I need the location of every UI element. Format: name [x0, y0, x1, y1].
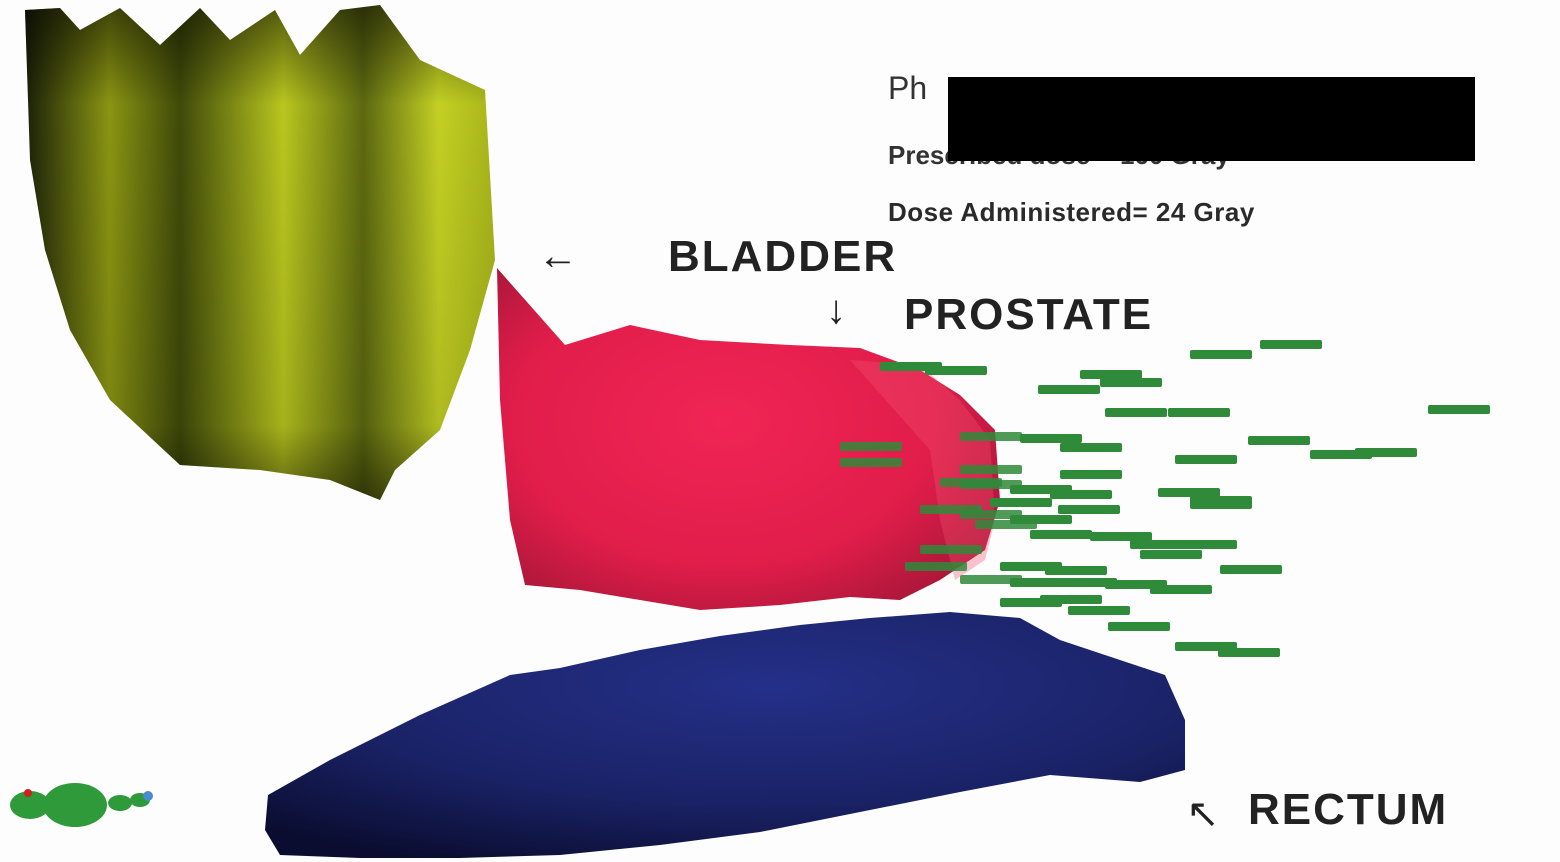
prostate-arrow-icon: ↓: [826, 290, 846, 330]
seed-40: [1220, 565, 1282, 574]
seed-6: [925, 366, 987, 375]
seed-20: [1060, 470, 1122, 479]
seed-31: [1030, 530, 1092, 539]
seed-26: [990, 498, 1052, 507]
seed-36: [920, 545, 982, 554]
seed-34: [1175, 540, 1237, 549]
seed-1: [1260, 340, 1322, 349]
seed-48: [1068, 606, 1130, 615]
seed-51: [1218, 648, 1280, 657]
seed-39: [1045, 566, 1107, 575]
seed-19: [960, 465, 1022, 474]
rectum-label: RECTUM: [1248, 785, 1448, 835]
bladder-organ: [25, 5, 495, 500]
rectum-organ: [265, 612, 1185, 858]
seed-18: [840, 458, 902, 467]
seed-32: [1090, 532, 1152, 541]
seed-45: [1150, 585, 1212, 594]
seed-37: [905, 562, 967, 571]
bladder-arrow-icon: ←: [538, 236, 578, 276]
seed-12: [1060, 443, 1122, 452]
seed-3: [1100, 378, 1162, 387]
seed-10: [960, 432, 1022, 441]
seed-8: [1168, 408, 1230, 417]
seed-9: [1428, 405, 1490, 414]
rectum-arrow-icon: ↖: [1186, 794, 1220, 834]
seed-0: [1190, 350, 1252, 359]
seed-4: [1038, 385, 1100, 394]
seed-11: [1020, 434, 1082, 443]
seed-53: [1010, 515, 1072, 524]
seed-21: [1158, 488, 1220, 497]
prostate-label: PROSTATE: [904, 290, 1153, 340]
dose-administered-text: Dose Administered= 24 Gray: [888, 197, 1255, 228]
header-title-partial: Ph: [888, 70, 927, 107]
seed-27: [1058, 505, 1120, 514]
orientation-widget: [10, 783, 153, 827]
seed-7: [1105, 408, 1167, 417]
redaction-box: [948, 77, 1475, 161]
seed-49: [1108, 622, 1170, 631]
seed-15: [1355, 448, 1417, 457]
seed-54: [940, 478, 1002, 487]
seed-13: [1248, 436, 1310, 445]
bladder-label: BLADDER: [668, 232, 897, 282]
seed-16: [1175, 455, 1237, 464]
seed-47: [1040, 595, 1102, 604]
seed-2: [1080, 370, 1142, 379]
seed-28: [1190, 500, 1252, 509]
seed-35: [1140, 550, 1202, 559]
seed-17: [840, 442, 902, 451]
seed-25: [1050, 490, 1112, 499]
